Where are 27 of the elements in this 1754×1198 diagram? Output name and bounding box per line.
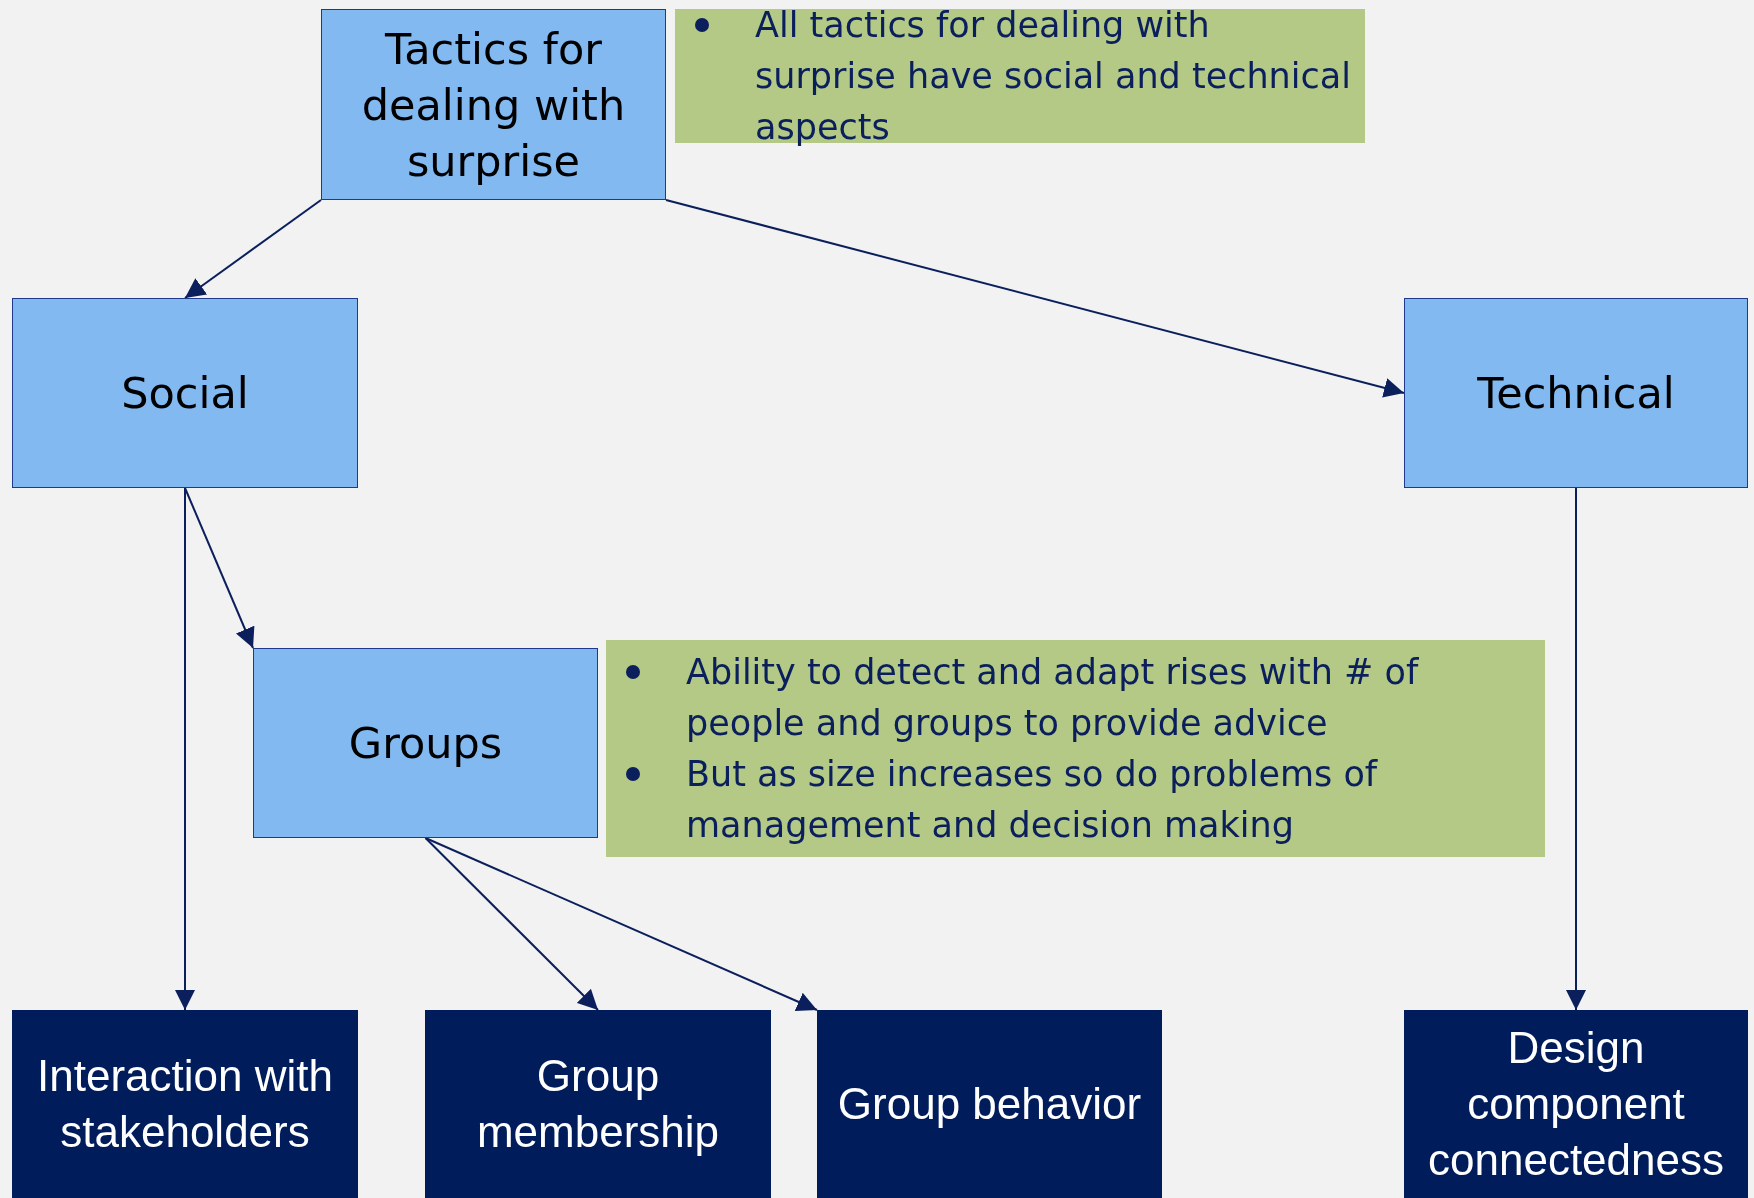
note-text: All tactics for dealing with surprise have social and technical aspects [755, 3, 1352, 149]
topic-label: Tactics for dealing with surprise [360, 22, 627, 188]
topic-box [12, 298, 358, 488]
arrow [1566, 487, 1586, 1011]
note-panel [606, 640, 1545, 857]
leaf-label: Group behavior [837, 1078, 1142, 1130]
leaf-label: Design component connectedness [1427, 1022, 1725, 1186]
leaf-box [817, 1010, 1162, 1198]
arrow [665, 199, 1405, 398]
topic-box [321, 9, 666, 200]
arrow [424, 837, 818, 1012]
topic-label: Technical [1477, 367, 1675, 420]
arrow [175, 487, 195, 1011]
arrow [424, 837, 599, 1011]
topic-box [253, 648, 598, 838]
note-text: But as size increases so do problems of management and decision making [686, 752, 1379, 847]
topic-box [1404, 298, 1748, 488]
note-text: Ability to detect and adapt rises with # of people and groups to provide advice [686, 650, 1420, 745]
leaf-label: Interaction with stakeholders [36, 1050, 334, 1158]
arrow [184, 199, 322, 299]
leaf-box [1404, 1010, 1748, 1198]
leaf-label: Group membership [475, 1050, 721, 1158]
topic-label: Social [121, 367, 249, 420]
leaf-box [425, 1010, 771, 1198]
topic-label: Groups [348, 717, 503, 770]
arrow [184, 487, 255, 649]
leaf-box [12, 1010, 358, 1198]
